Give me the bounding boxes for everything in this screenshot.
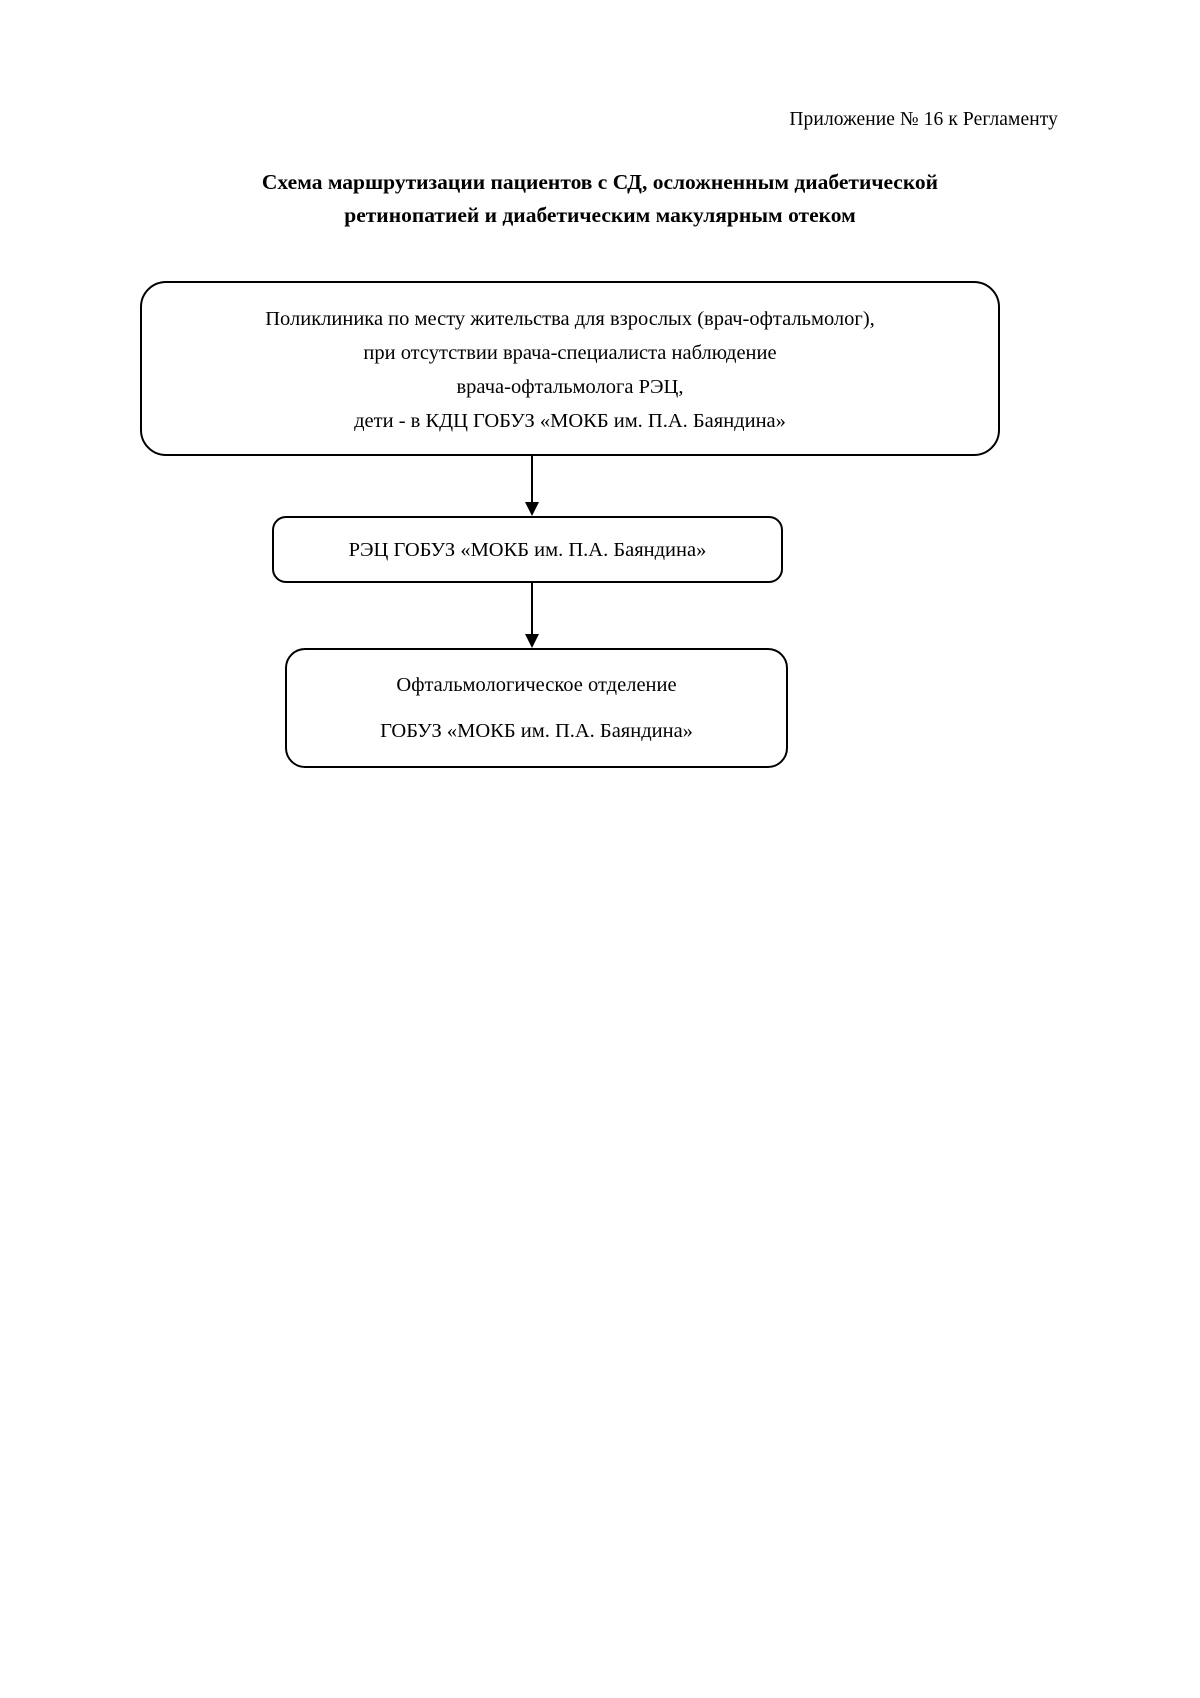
flow-node-poliklinika-line-2: при отсутствии врача-специалиста наблюде… — [363, 341, 777, 364]
page-title-line-1: Схема маршрутизации пациентов с СД, осло… — [261, 170, 939, 194]
page-title: Схема маршрутизации пациентов с СД, осло… — [100, 166, 1100, 232]
appendix-reference-note: Приложение № 16 к Регламенту — [789, 109, 1058, 130]
flow-node-poliklinika-line-4: дети - в КДЦ ГОБУЗ «МОКБ им. П.А. Баянди… — [354, 409, 786, 432]
flow-edge-poliklinika-to-rec-line — [531, 456, 533, 504]
flow-node-rec: РЭЦ ГОБУЗ «МОКБ им. П.А. Баяндина» — [272, 516, 783, 583]
arrow-down-icon-edge-1 — [525, 502, 539, 516]
arrow-down-icon-edge-2 — [525, 634, 539, 648]
flow-node-poliklinika-line-3: врача-офтальмолога РЭЦ, — [456, 375, 684, 398]
flow-edge-rec-to-oftalmo-line — [531, 583, 533, 636]
flow-node-oftalmo-line-1: Офтальмологическое отделение — [396, 674, 677, 696]
flow-node-poliklinika: Поликлиника по месту жительства для взро… — [140, 281, 1000, 456]
flow-node-oftalmo: Офтальмологическое отделение ГОБУЗ «МОКБ… — [285, 648, 788, 768]
flow-node-poliklinika-line-1: Поликлиника по месту жительства для взро… — [265, 307, 875, 330]
page-title-line-2: ретинопатией и диабетическим макулярным … — [344, 203, 856, 227]
flow-node-rec-line-1: РЭЦ ГОБУЗ «МОКБ им. П.А. Баяндина» — [348, 538, 707, 561]
flow-node-oftalmo-line-2: ГОБУЗ «МОКБ им. П.А. Баяндина» — [380, 720, 693, 742]
